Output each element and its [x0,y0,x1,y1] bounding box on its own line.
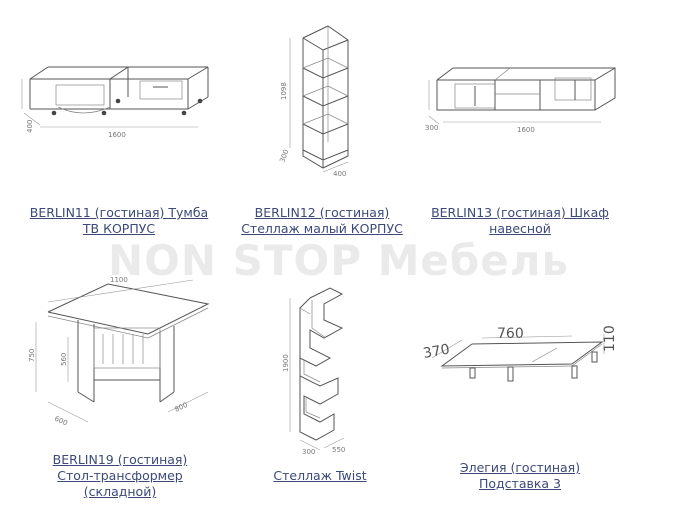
dim-elegia-depth: 370 [422,342,451,362]
product-image-berlin19[interactable]: 1100 750 560 600 800 [28,262,218,442]
dim-berlin19-height: 750 [28,349,36,362]
product-subtitle: ТВ КОРПУС [82,221,156,236]
product-subtitle: навесной [489,221,551,236]
dim-berlin12-height: 1098 [280,82,288,100]
dim-twist-height: 1900 [282,354,290,372]
product-link-twist[interactable]: Стеллаж Twist [250,468,390,484]
product-image-berlin13[interactable]: 384 300 1600 [425,58,625,148]
product-link-elegia[interactable]: Элегия (гостиная) Подставка 3 [440,460,600,492]
dim-berlin13-width: 1600 [517,126,535,134]
dim-elegia-width: 760 [497,326,524,342]
product-title: BERLIN11 (гостиная) Тумба [29,205,209,220]
product-link-berlin13[interactable]: BERLIN13 (гостиная) Шкаф навесной [420,205,620,237]
product-link-berlin11[interactable]: BERLIN11 (гостиная) Тумба ТВ КОРПУС [14,205,224,237]
product-title: Элегия (гостиная) [459,460,581,475]
product-image-elegia[interactable]: 370 760 110 [422,320,622,400]
dim-twist-width: 300 [302,448,315,456]
dim-berlin13-height: 384 [425,90,426,104]
product-subtitle: Стол-трансформер [57,468,183,483]
dim-elegia-height: 110 [602,325,618,352]
dim-berlin19-leg: 600 [53,415,69,428]
dim-berlin12-depth: 400 [333,170,346,178]
dim-berlin19-top: 1100 [110,276,128,284]
product-image-berlin12[interactable]: 1098 300 400 [278,18,368,178]
product-link-berlin12[interactable]: BERLIN12 (гостиная) Стеллаж малый КОРПУС [232,205,412,237]
dim-twist-depth: 550 [332,446,345,454]
product-subtitle: Подставка 3 [478,476,561,491]
dim-berlin12-width: 300 [278,148,290,163]
product-title: Стеллаж Twist [273,468,367,483]
dim-berlin11-depth: 400 [26,120,34,133]
product-title: BERLIN19 (гостиная) [52,452,188,467]
product-subtitle: Стеллаж малый КОРПУС [241,221,403,236]
product-subtitle-2: (складной) [83,484,157,499]
product-link-berlin19[interactable]: BERLIN19 (гостиная) Стол-трансформер (ск… [28,452,212,500]
dim-berlin13-depth: 300 [425,124,438,132]
product-image-berlin11[interactable]: 351 400 1600 [18,55,218,145]
product-image-twist[interactable]: 1900 300 550 [280,268,360,458]
product-title: BERLIN13 (гостиная) Шкаф [431,205,609,220]
dim-berlin11-width: 1600 [108,131,126,139]
product-title: BERLIN12 (гостиная) [254,205,390,220]
dim-berlin19-inner: 560 [60,353,68,366]
